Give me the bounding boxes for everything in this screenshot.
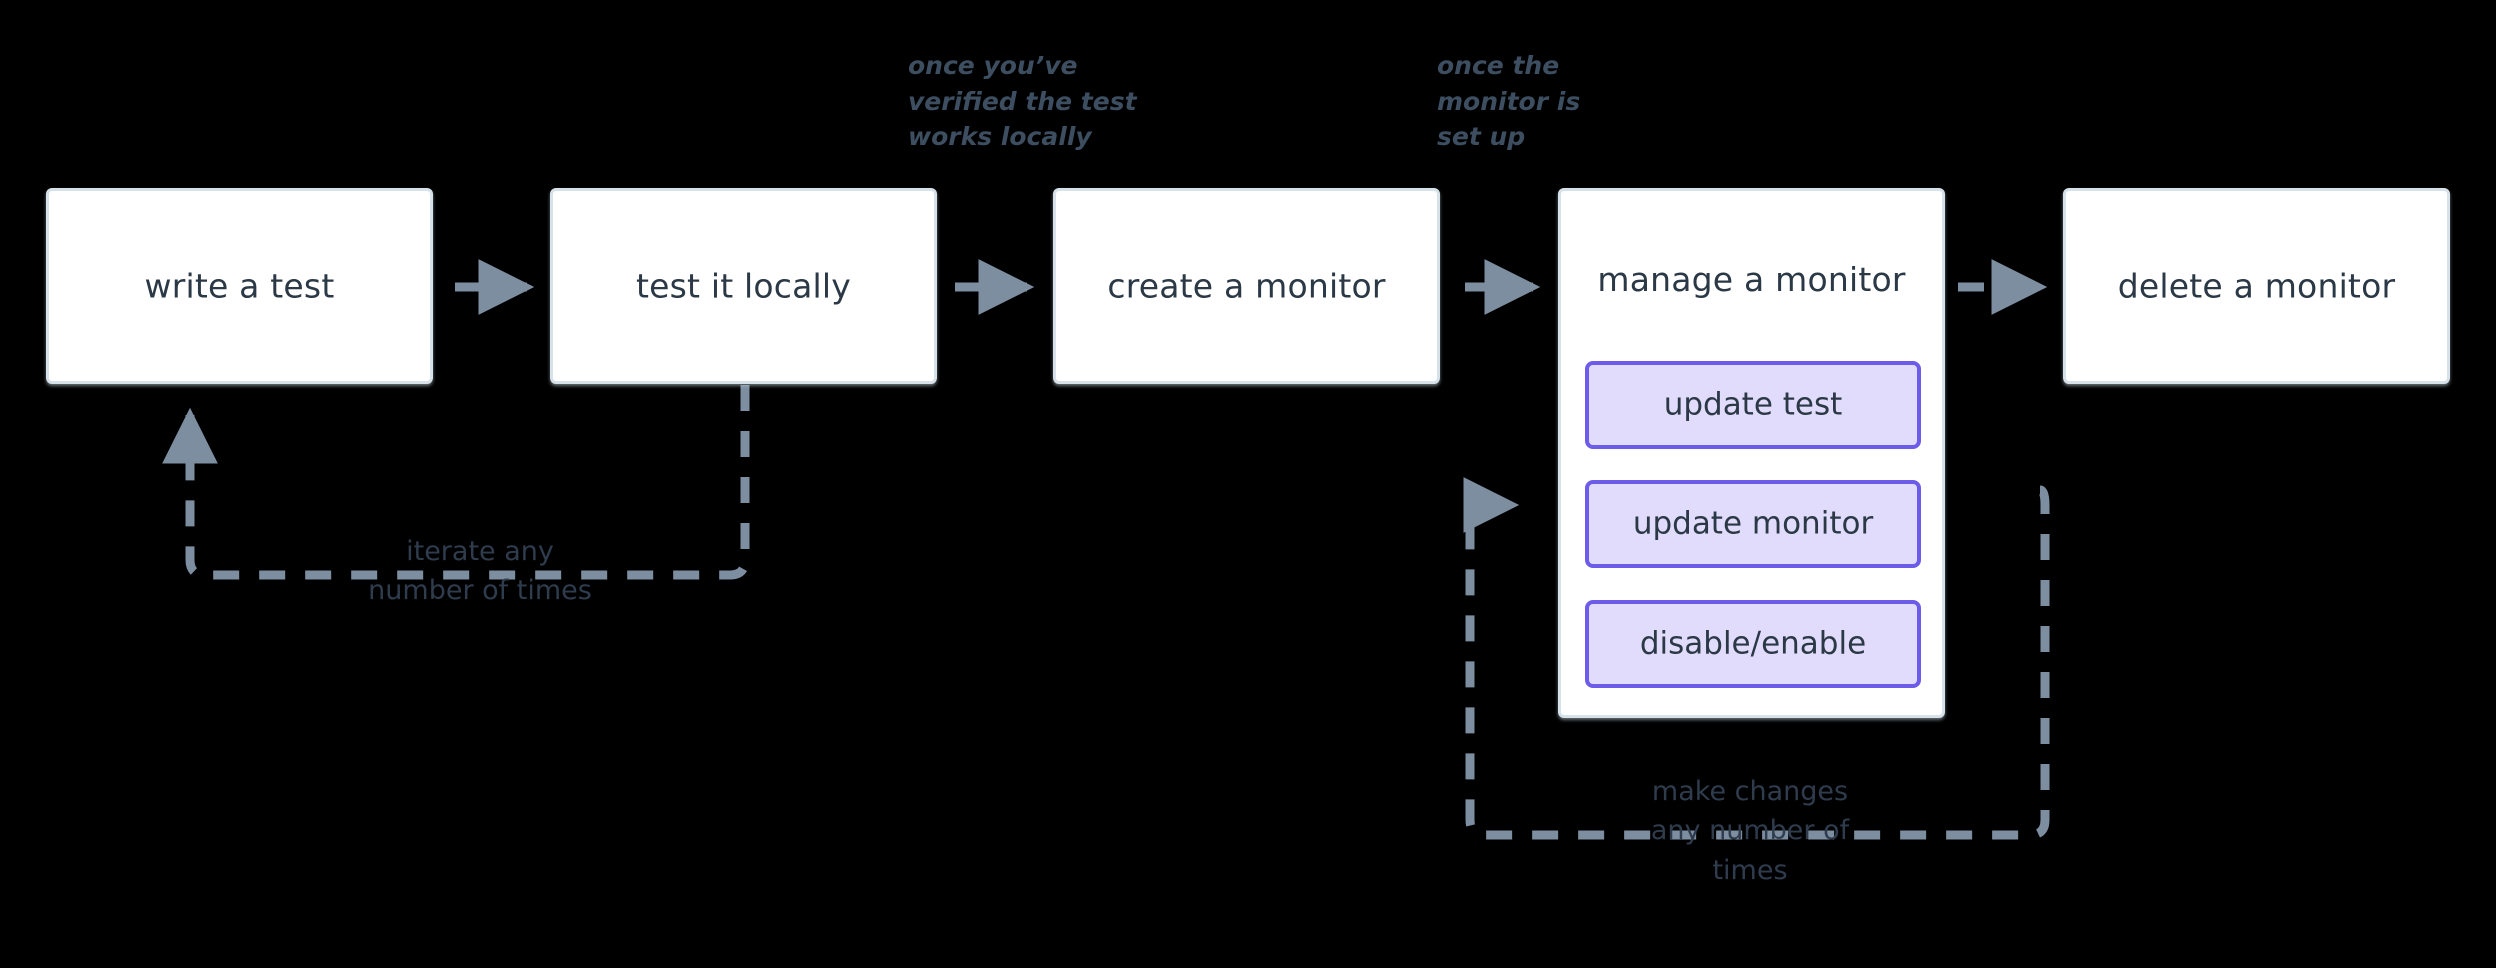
node-label-write-a-test: write a test <box>144 266 335 306</box>
node-label-test-it-locally: test it locally <box>635 266 852 306</box>
loop-label-iterate: iterate any number of times <box>368 536 592 607</box>
node-label-manage-a-monitor: manage a monitor <box>1597 260 1906 299</box>
subnode-label-update-test: update test <box>1663 386 1843 423</box>
subnode-label-update-monitor: update monitor <box>1632 505 1874 542</box>
subnode-update-test[interactable]: update test <box>1585 361 1921 449</box>
node-delete-a-monitor[interactable]: delete a monitor <box>2063 188 2450 384</box>
subnode-update-monitor[interactable]: update monitor <box>1585 480 1921 568</box>
node-label-create-a-monitor: create a monitor <box>1107 266 1386 306</box>
node-test-it-locally[interactable]: test it locally <box>550 188 937 384</box>
node-label-delete-a-monitor: delete a monitor <box>2117 266 2396 306</box>
node-write-a-test[interactable]: write a test <box>46 188 433 384</box>
annotation-monitor-set-up: once the monitor is set up <box>1437 51 1581 151</box>
node-create-a-monitor[interactable]: create a monitor <box>1053 188 1440 384</box>
annotation-verified-locally: once you’ve verified the test works loca… <box>908 51 1137 151</box>
subnode-label-disable-enable: disable/enable <box>1639 625 1867 662</box>
node-manage-a-monitor[interactable]: manage a monitor update test update moni… <box>1558 188 1945 718</box>
loop-label-make-changes: make changes any number of times <box>1650 776 1850 886</box>
subnode-disable-enable[interactable]: disable/enable <box>1585 600 1921 688</box>
